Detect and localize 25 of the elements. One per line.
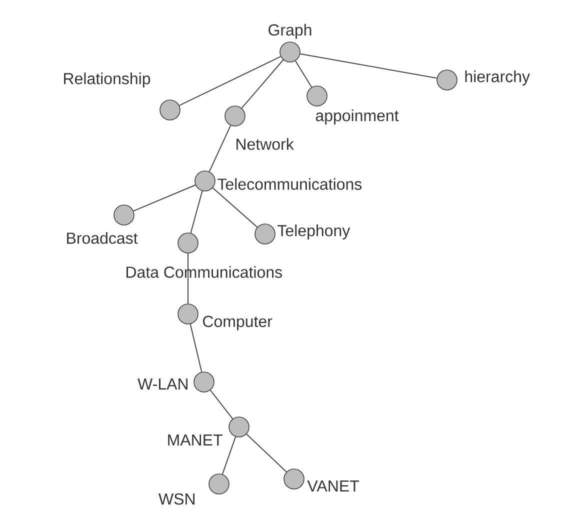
node-label: appoinment [316, 110, 399, 124]
connector-line [222, 436, 236, 475]
node-label: VANET [307, 480, 359, 492]
connector-line [241, 59, 284, 109]
node-label: Broadcast [67, 232, 138, 244]
connector-line [300, 53, 438, 79]
connector-line [246, 434, 287, 472]
node-label: Relationship [64, 72, 150, 88]
connector-line [190, 324, 202, 372]
node-label: hierarchy [465, 70, 530, 86]
node-label: Graph [268, 24, 312, 39]
node-label: Telephony [278, 224, 350, 240]
connector-line [133, 184, 196, 212]
connector-line [210, 390, 234, 420]
connector-line [208, 124, 232, 172]
node-label: Network [236, 138, 294, 150]
node-label: Telecommunications [218, 178, 362, 190]
connector-line [212, 187, 258, 228]
node-label: Computer [203, 316, 272, 330]
connector-line [178, 56, 282, 106]
node-label: WSN [158, 493, 194, 505]
connector-line [190, 190, 203, 234]
node-label: MANET [168, 434, 222, 446]
node-label: W-LAN [138, 378, 188, 390]
connector-line [294, 60, 312, 88]
